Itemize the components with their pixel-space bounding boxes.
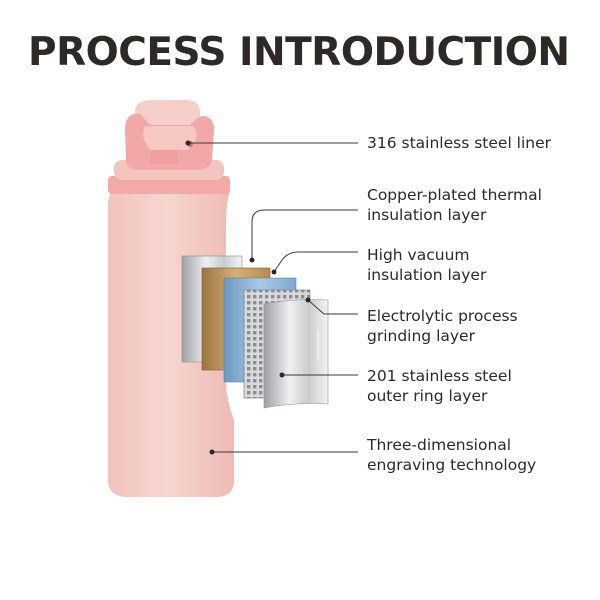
leader-dots xyxy=(185,140,311,455)
callout-line: Electrolytic process xyxy=(367,307,518,325)
callout-line: insulation layer xyxy=(367,266,487,284)
callout-outer-ring: 201 stainless steel outer ring layer xyxy=(367,366,597,406)
callout-line: 201 stainless steel xyxy=(367,367,512,385)
callout-copper-layer: Copper-plated thermal insulation layer xyxy=(367,185,597,225)
callout-engraving: Three-dimensional engraving technology xyxy=(367,435,597,475)
callout-line: Three-dimensional xyxy=(367,436,512,454)
page-title: PROCESS INTRODUCTION xyxy=(28,30,570,75)
callout-line: grinding layer xyxy=(367,327,475,345)
callout-line: engraving technology xyxy=(367,456,537,474)
callout-grinding-layer: Electrolytic process grinding layer xyxy=(367,306,597,346)
callout-vacuum-layer: High vacuum insulation layer xyxy=(367,245,597,285)
callout-line: outer ring layer xyxy=(367,387,488,405)
callout-liner: 316 stainless steel liner xyxy=(367,133,597,153)
callout-line: High vacuum xyxy=(367,246,470,264)
callout-line: insulation layer xyxy=(367,206,487,224)
bottle-lid xyxy=(125,100,214,170)
leader-lines xyxy=(188,142,358,453)
layer-outer-ring xyxy=(263,299,329,409)
callout-line: Copper-plated thermal xyxy=(367,186,542,204)
callout-line: 316 stainless steel liner xyxy=(367,134,552,152)
